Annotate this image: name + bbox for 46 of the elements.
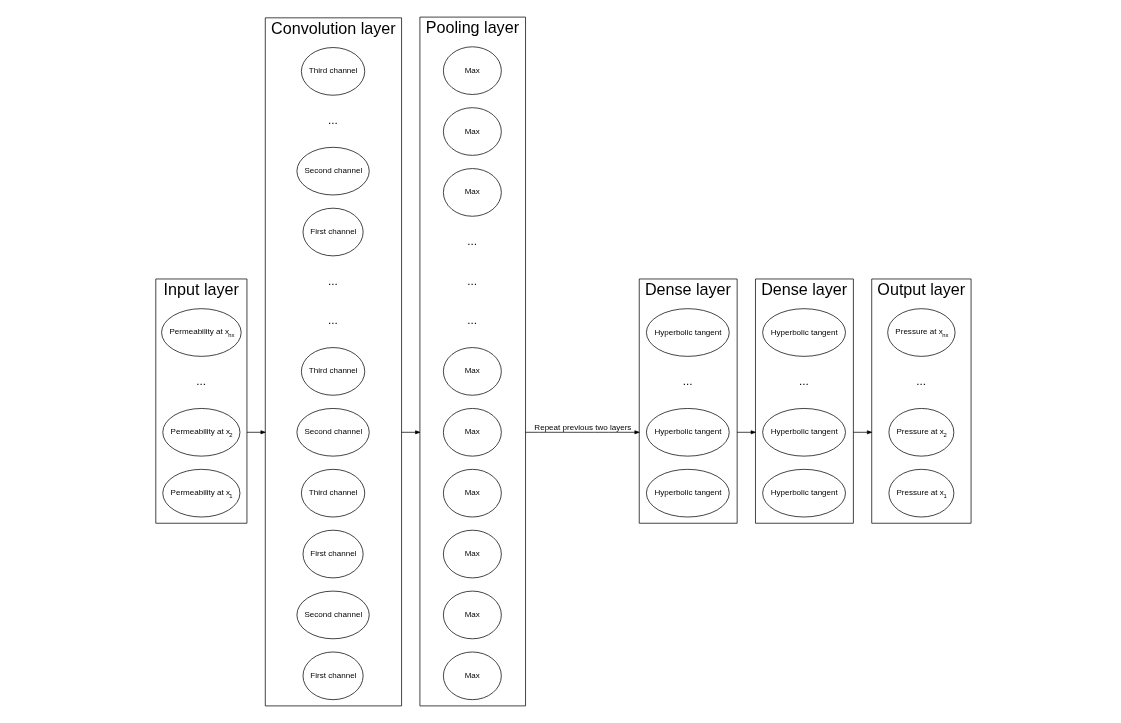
label: ... — [196, 374, 207, 388]
node-ellipse: Third channel — [301, 47, 366, 96]
arrow — [525, 430, 640, 435]
node-ellipse: Permeability at x$_{nx}$ — [161, 308, 242, 357]
node-ellipse: Max — [443, 347, 502, 396]
edge-label: Repeat previous two layers — [534, 422, 632, 432]
label: ... — [467, 234, 478, 248]
node-ellipse: Second channel — [296, 146, 370, 196]
node-ellipse: Third channel — [301, 347, 366, 396]
node-ellipse: First channel — [302, 529, 364, 579]
arrow — [401, 430, 421, 435]
node-ellipse: First channel — [302, 651, 364, 701]
node-ellipse: Max — [443, 46, 502, 95]
node-ellipse: Second channel — [296, 408, 370, 457]
node-ellipse: Max — [443, 468, 502, 518]
arrow — [246, 430, 266, 435]
node-ellipse: Hyperbolic tangent — [762, 468, 846, 518]
node-ellipse: Second channel — [296, 590, 370, 640]
node-ellipse: Max — [443, 590, 502, 640]
label: ... — [327, 273, 338, 287]
node-ellipse: Hyperbolic tangent — [762, 308, 846, 357]
label: ... — [798, 374, 809, 388]
node-ellipse: Max — [443, 168, 502, 217]
arrow — [736, 430, 756, 435]
arrow — [853, 430, 873, 435]
node-ellipse: Hyperbolic tangent — [646, 308, 730, 357]
node-ellipse: Hyperbolic tangent — [646, 408, 730, 457]
node-ellipse: First channel — [302, 207, 364, 257]
node-ellipse: Pressure at x$_{nx}$ — [887, 308, 956, 357]
label: ... — [916, 374, 927, 388]
node-ellipse: Hyperbolic tangent — [762, 408, 846, 457]
label: ... — [327, 113, 338, 127]
label: ... — [682, 374, 693, 388]
node-ellipse: Permeability at x$_{2}$ — [162, 408, 241, 457]
node-ellipse: Max — [443, 529, 502, 579]
node-ellipse: Third channel — [301, 468, 366, 518]
node-ellipse: Max — [443, 408, 502, 457]
node-ellipse: Max — [443, 651, 502, 701]
node-ellipse: Max — [443, 107, 502, 156]
label: ... — [467, 273, 478, 287]
node-ellipse: Pressure at x$_{2}$ — [888, 408, 955, 457]
node-ellipse: Hyperbolic tangent — [646, 468, 730, 518]
node-ellipse: Pressure at x$_{1}$ — [888, 468, 955, 518]
label: ... — [327, 313, 338, 327]
label: ... — [467, 313, 478, 327]
node-ellipse: Permeability at x$_{1}$ — [162, 468, 241, 518]
